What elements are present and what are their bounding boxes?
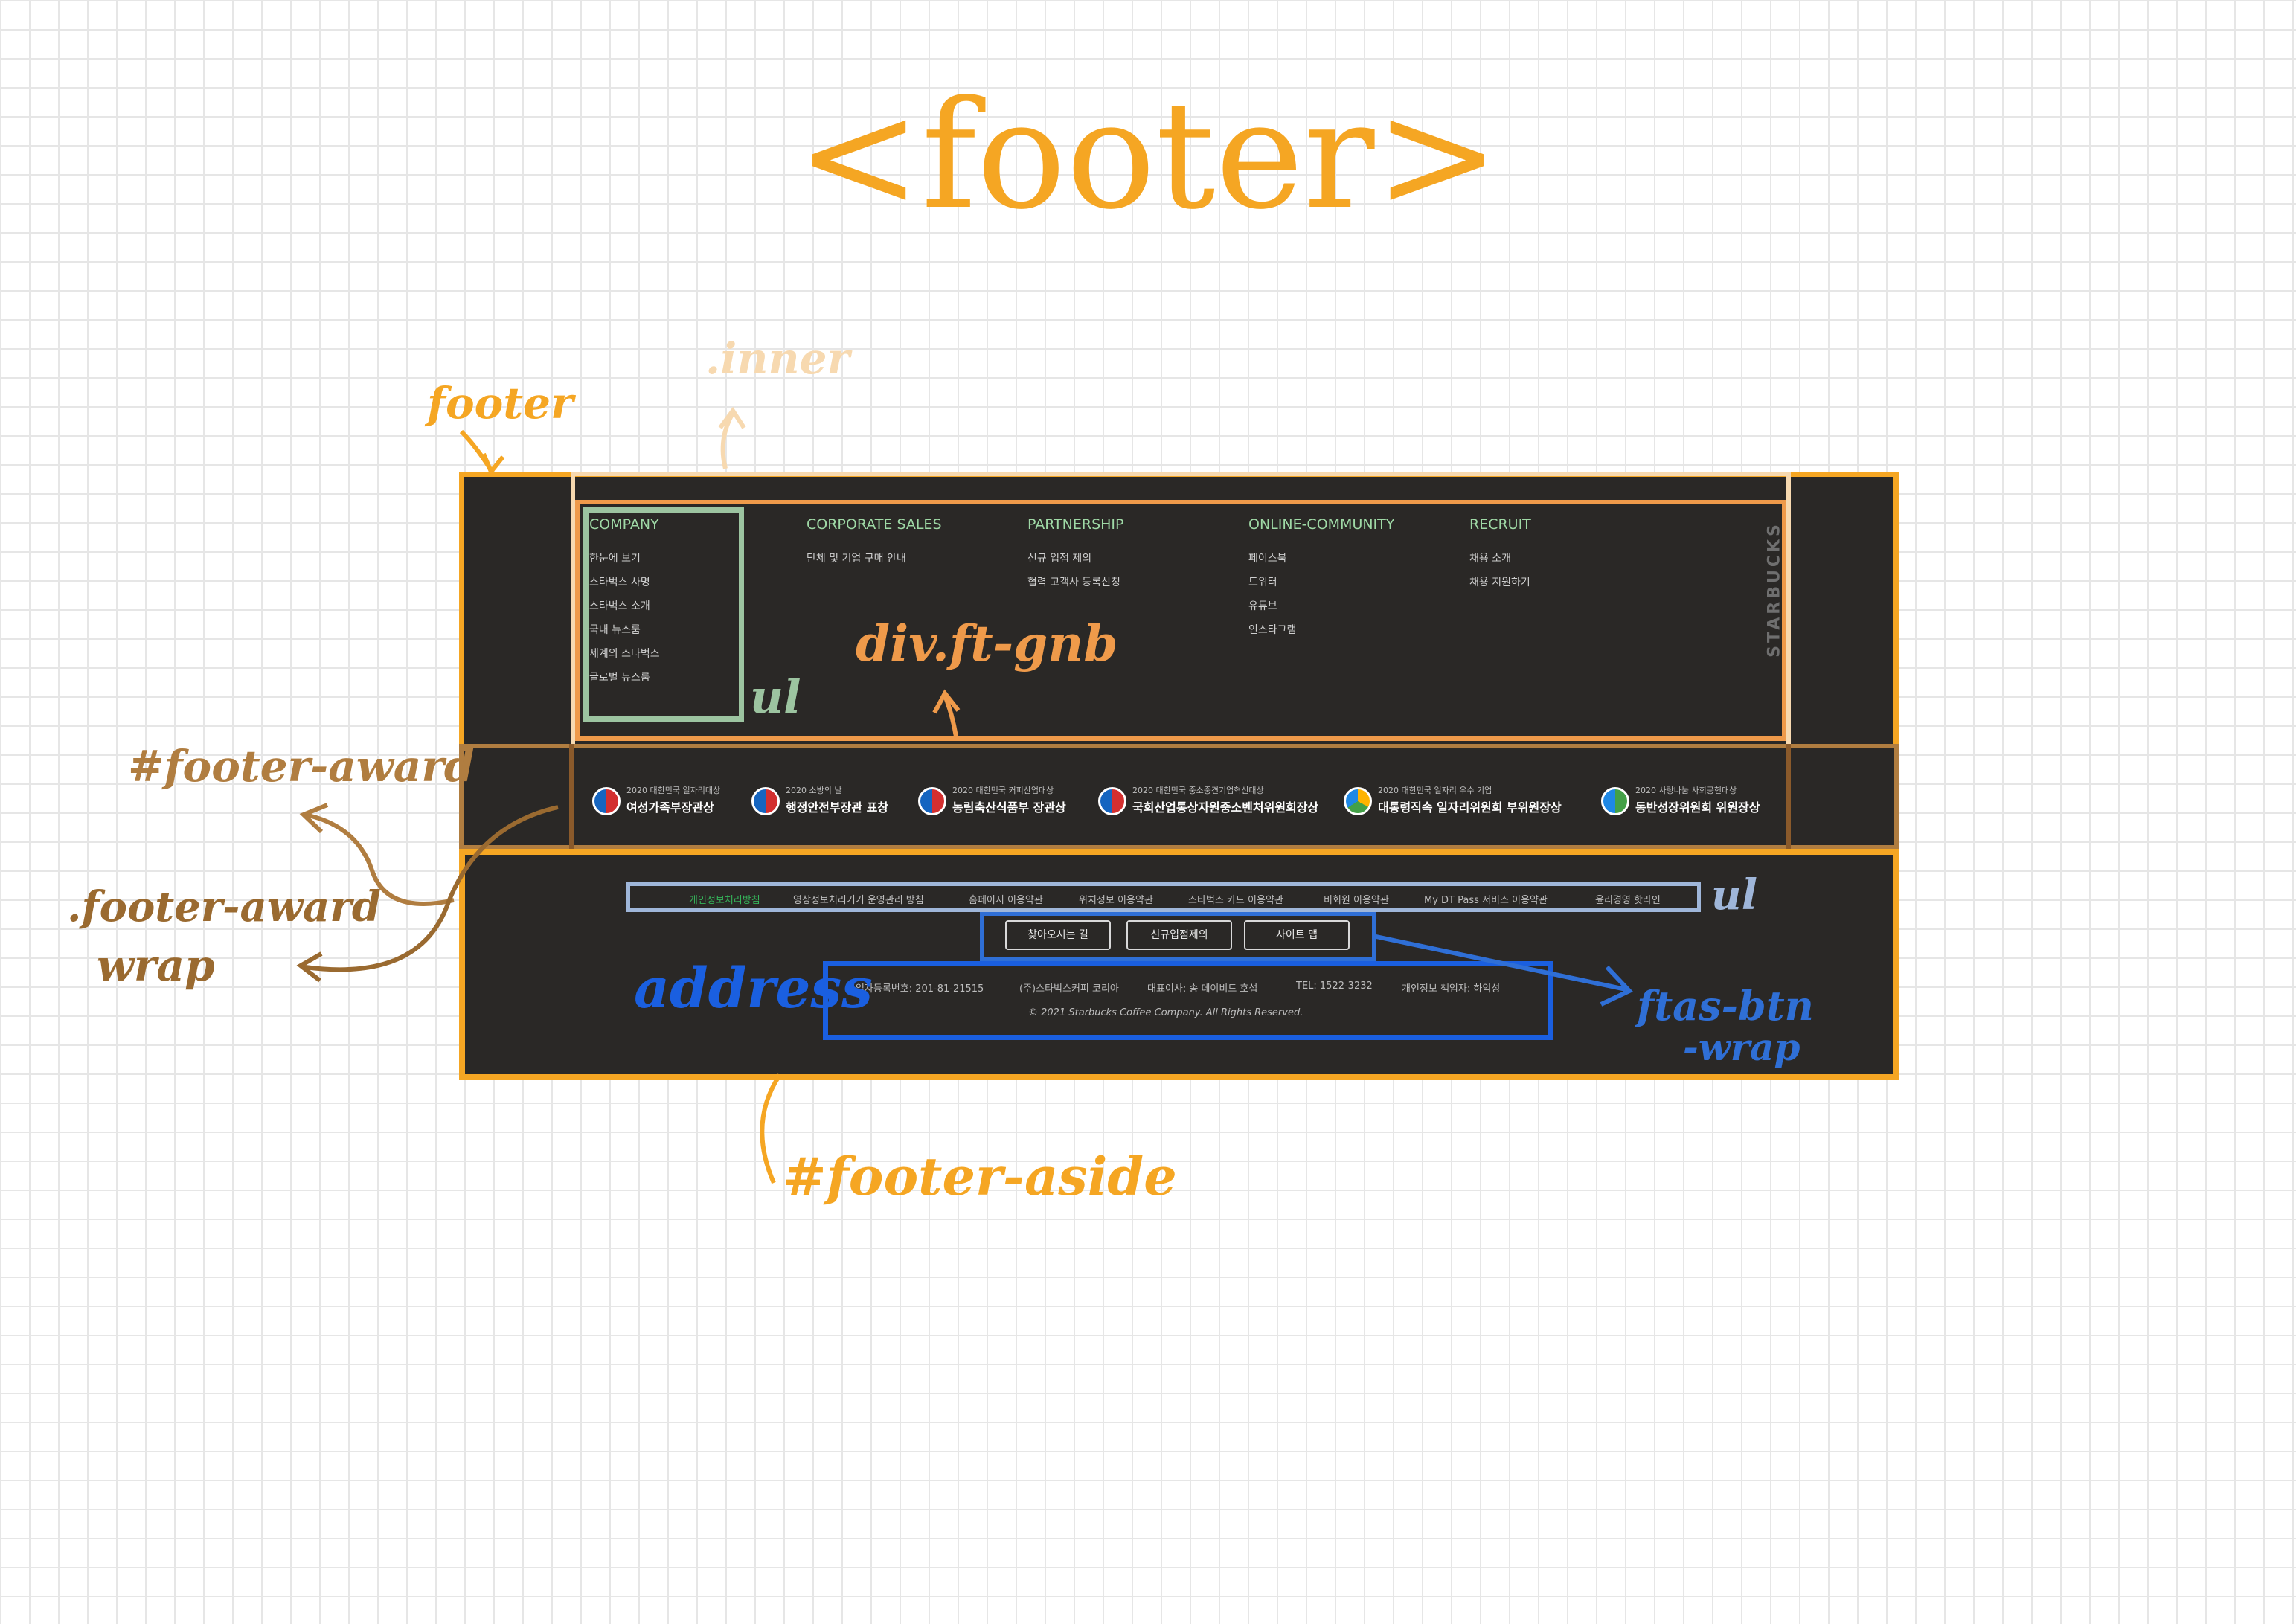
gnb-item[interactable]: 글로벌 뉴스룸 [589,672,650,684]
aside-link[interactable]: 홈페이지 이용약관 [969,895,1043,906]
page-title: <footer> [796,69,1500,243]
starbucks-logo-text: STARBUCKS [1765,521,1784,658]
aside-link[interactable]: 영상정보처리기기 운영관리 방침 [793,895,924,906]
gnb-head-corporate-sales[interactable]: CORPORATE SALES [807,516,942,533]
aside-link[interactable]: 스타벅스 카드 이용약관 [1188,895,1283,906]
label-aside-ul: ul [1711,870,1757,919]
award-emblem-icon [1098,787,1126,815]
gnb-item[interactable]: 단체 및 기업 구매 안내 [807,553,906,565]
aside-link[interactable]: 위치정보 이용약관 [1079,895,1153,906]
footer-award-background [459,744,1899,848]
inner-box [571,472,1791,744]
gnb-head-online-community[interactable]: ONLINE-COMMUNITY [1248,516,1395,533]
ft-gnb-box [575,500,1786,741]
gnb-item[interactable]: 채용 소개 [1469,553,1511,565]
gnb-item[interactable]: 신규 입점 제의 [1027,553,1092,565]
aside-link[interactable]: 비회원 이용약관 [1324,895,1389,906]
directions-button[interactable]: 찾아오시는 길 [1005,920,1111,950]
award-emblem-icon [1344,787,1372,815]
label-footer: footer [427,378,574,429]
gnb-item[interactable]: 페이스북 [1248,553,1287,565]
address-box [823,961,1553,1040]
gnb-head-recruit[interactable]: RECRUIT [1469,516,1531,533]
copyright: © 2021 Starbucks Coffee Company. All Rig… [1028,1007,1303,1018]
label-ftas-btn-2: -wrap [1683,1025,1800,1069]
label-footer-aside: #footer-aside [783,1146,1177,1207]
gnb-item[interactable]: 스타벅스 사명 [589,577,650,588]
gnb-head-partnership[interactable]: PARTNERSHIP [1027,516,1124,533]
gnb-item[interactable]: 한눈에 보기 [589,553,641,565]
aside-link-privacy[interactable]: 개인정보처리방침 [689,895,760,906]
label-gnb-ul: ul [750,670,801,724]
label-footer-award-wrap-1: .footer-award [67,882,381,931]
company-name: (주)스타벅스커피 코리아 [1019,983,1119,995]
tel-number: TEL: 1522-3232 [1296,981,1373,992]
gnb-ul-box [583,507,744,722]
label-footer-award-wrap-2: wrap [97,940,215,991]
business-number: 사업자등록번호: 201-81-21515 [847,983,984,995]
gnb-item[interactable]: 인스타그램 [1248,624,1297,636]
aside-link[interactable]: 윤리경영 핫라인 [1595,895,1661,906]
award-emblem-icon [918,787,946,815]
gnb-item[interactable]: 트위터 [1248,577,1277,588]
label-ftas-btn-1: ftas-btn [1637,982,1814,1030]
label-ft-gnb: div.ft-gnb [856,614,1118,673]
gnb-item[interactable]: 세계의 스타벅스 [589,648,660,660]
aside-ul-box [626,882,1701,912]
site-map-button[interactable]: 사이트 맵 [1244,920,1350,950]
footer-award-wrap-box [569,744,1791,850]
footer-top-background [459,473,1899,744]
award-emblem-icon [751,787,780,815]
footer-award-box [459,744,1899,850]
gnb-item[interactable]: 스타벅스 소개 [589,600,650,612]
ceo-name: 대표이사: 송 데이비드 호섭 [1147,983,1258,995]
gnb-head-company[interactable]: COMPANY [589,516,659,533]
label-inner: .inner [705,333,850,384]
award-emblem-icon [1601,787,1629,815]
gnb-item[interactable]: 국내 뉴스룸 [589,624,641,636]
gnb-item[interactable]: 유튜브 [1248,600,1277,612]
label-address: address [634,957,873,1021]
award-emblem-icon [592,787,621,815]
gnb-item[interactable]: 채용 지원하기 [1469,577,1530,588]
privacy-officer: 개인정보 책임자: 하익성 [1402,983,1501,995]
gnb-item[interactable]: 협력 고객사 등록신청 [1027,577,1120,588]
label-footer-award: #footer-award [128,741,475,792]
aside-link[interactable]: My DT Pass 서비스 이용약관 [1424,895,1548,906]
new-store-proposal-button[interactable]: 신규입점제의 [1126,920,1232,950]
